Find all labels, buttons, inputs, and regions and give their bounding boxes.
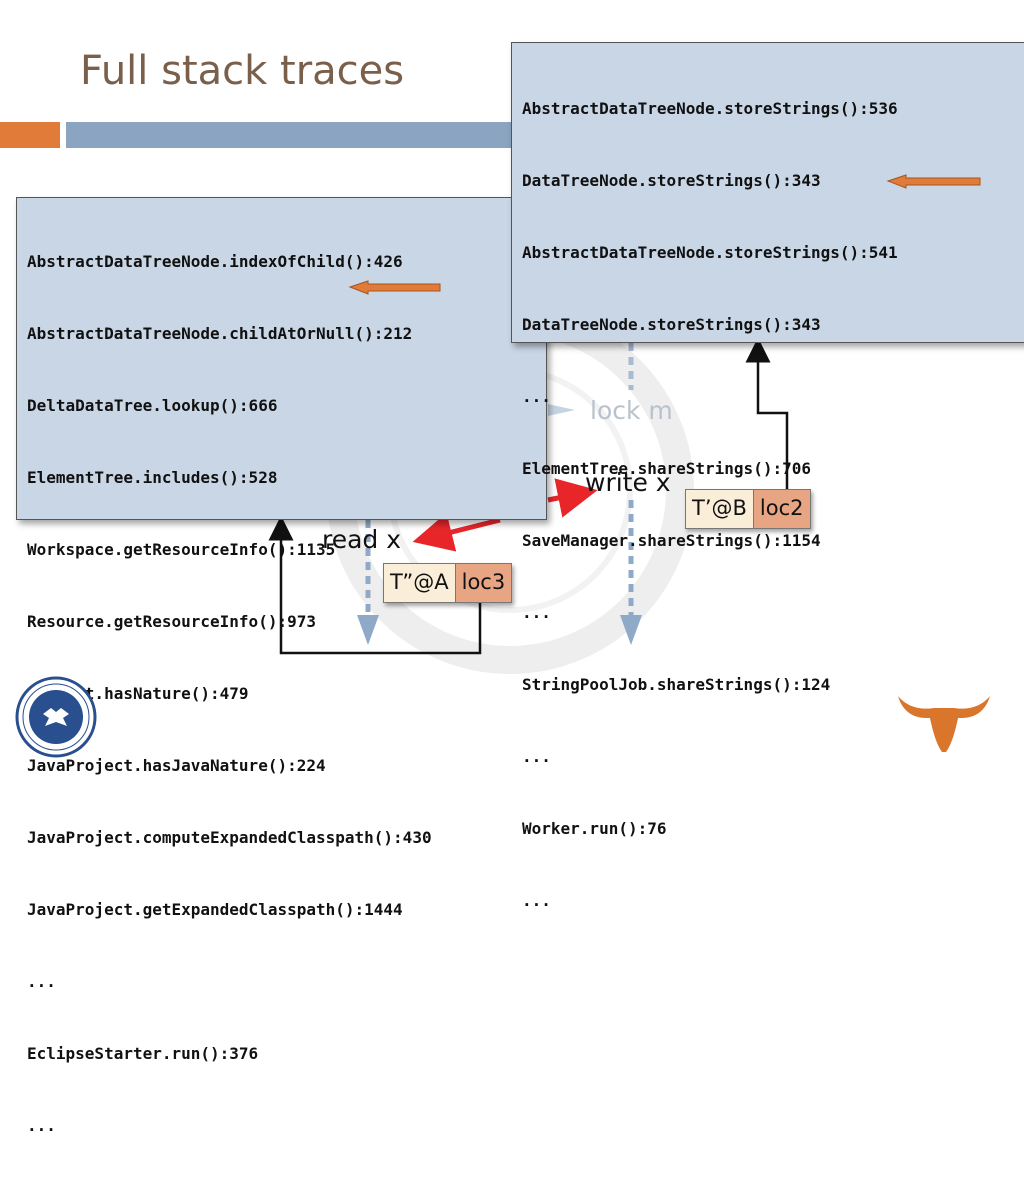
timeline-thread-b — [620, 343, 642, 645]
trace-line: ... — [522, 747, 551, 766]
slide-title: Full stack traces — [80, 48, 405, 94]
trace-line: ... — [27, 1116, 56, 1135]
trace-line: ... — [522, 387, 551, 406]
trace-line: Worker.run():76 — [522, 819, 667, 838]
highlight-arrow-left — [348, 280, 441, 295]
thread-name: T”@A — [384, 564, 456, 602]
race-arrow-read — [412, 512, 501, 552]
lock-label: lock m — [590, 396, 673, 425]
read-label: read x — [322, 525, 402, 554]
highlight-arrow-right — [886, 174, 981, 189]
trace-line: ... — [522, 891, 551, 910]
timeline-thread-a — [357, 520, 379, 645]
write-label: write x — [585, 468, 671, 497]
longhorn-logo — [898, 696, 990, 752]
thread-name: T’@B — [686, 490, 754, 528]
trace-line: AbstractDataTreeNode.storeStrings():541 — [522, 243, 898, 262]
trace-line: ... — [27, 972, 56, 991]
diagram-overlay — [268, 337, 789, 655]
race-arrow-write — [547, 478, 598, 518]
location-name: loc2 — [753, 490, 810, 528]
university-seal-logo — [15, 676, 97, 758]
thread-location-tag-b: T’@B loc2 — [685, 489, 811, 529]
location-name: loc3 — [455, 564, 512, 602]
trace-line-highlighted: ElementTree.shareStrings():706 — [522, 459, 811, 478]
highlight-arrows — [348, 174, 981, 295]
trace-line: AbstractDataTreeNode.indexOfChild():426 — [27, 252, 403, 271]
trace-line: EclipseStarter.run():376 — [27, 1044, 259, 1063]
right-stack-trace: AbstractDataTreeNode.storeStrings():536 … — [511, 42, 1024, 910]
trace-line: JavaProject.getExpandedClasspath():1444 — [27, 900, 403, 919]
connector-loc2-to-right-trace — [745, 337, 789, 489]
trace-line: ... — [522, 603, 551, 622]
trace-line: JavaProject.computeExpandedClasspath():4… — [27, 828, 432, 847]
trace-line: DeltaDataTree.lookup():666 — [27, 396, 278, 415]
trace-line: DataTreeNode.storeStrings():343 — [522, 171, 821, 190]
trace-line: AbstractDataTreeNode.storeStrings():536 — [522, 99, 898, 118]
trace-line: AbstractDataTreeNode.childAtOrNull():212 — [27, 324, 413, 343]
header-accent-orange — [0, 122, 60, 148]
trace-line: DataTreeNode.storeStrings():343 — [522, 315, 821, 334]
lock-arrow — [548, 404, 575, 416]
trace-line: Workspace.getResourceInfo():1135 — [27, 540, 336, 559]
connector-loc3-to-left-trace — [268, 515, 482, 655]
trace-line: SaveManager.shareStrings():1154 — [522, 531, 821, 550]
trace-line: Resource.getResourceInfo():973 — [27, 612, 316, 631]
trace-line-highlighted: ElementTree.includes():528 — [27, 468, 278, 487]
trace-line: StringPoolJob.shareStrings():124 — [522, 675, 831, 694]
thread-location-tag-a: T”@A loc3 — [383, 563, 513, 603]
slide: Full stack traces — [0, 42, 1024, 1135]
